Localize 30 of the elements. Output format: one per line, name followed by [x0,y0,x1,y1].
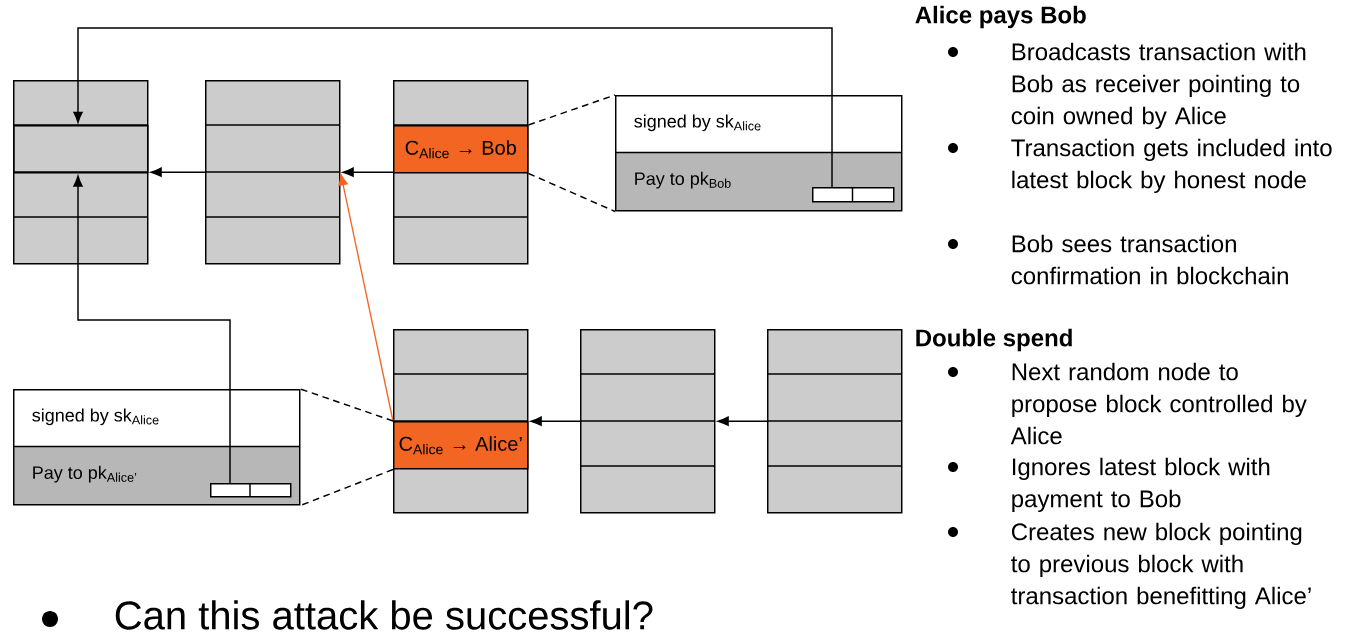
arrow [73,27,833,188]
pointer-box [812,186,895,203]
block-cell [13,125,149,174]
note-text: Broadcasts transaction with Bob as receiver pointing to coin owned by Alice [1011,42,1306,130]
block [766,329,903,514]
arrow [338,174,394,422]
zoom-line [527,172,616,213]
heading: Alice pays Bob [915,5,1086,29]
arrow [73,175,231,484]
arrow [342,167,394,177]
zoom-line [299,468,394,507]
note-text: Bob sees transaction confirmation in blockchain [1011,234,1288,285]
note-text: Transaction gets included into latest block by honest node [1011,138,1332,194]
arrow [150,167,206,177]
block [204,80,341,265]
block [579,329,716,514]
question-text: Can this attack be successful? [115,600,653,630]
highlighted-cell: C$_{Alice}$ → Bob [393,125,529,174]
note-text: Next random node to propose block controlled by Alice [1010,362,1307,445]
highlighted-cell: C$_{Alice}$ → Alice’ [393,421,529,470]
transaction-box: signed by sk$_{Alice}$ Pay to pk$_{Alice’}$ [12,389,301,506]
zoom-line [527,94,616,126]
block [12,80,149,265]
pointer-box [210,482,292,498]
note-text: Ignores latest block with payment to Bob [1012,457,1270,513]
arrow [530,416,581,426]
note-text: Creates new block pointing to previous block with transaction benefitting Alice’ [1011,522,1311,610]
arrow [717,416,768,426]
transaction-box: signed by sk$_{Alice}$ Pay to pk$_{Bob}$ [614,95,903,212]
zoom-line [299,388,394,422]
